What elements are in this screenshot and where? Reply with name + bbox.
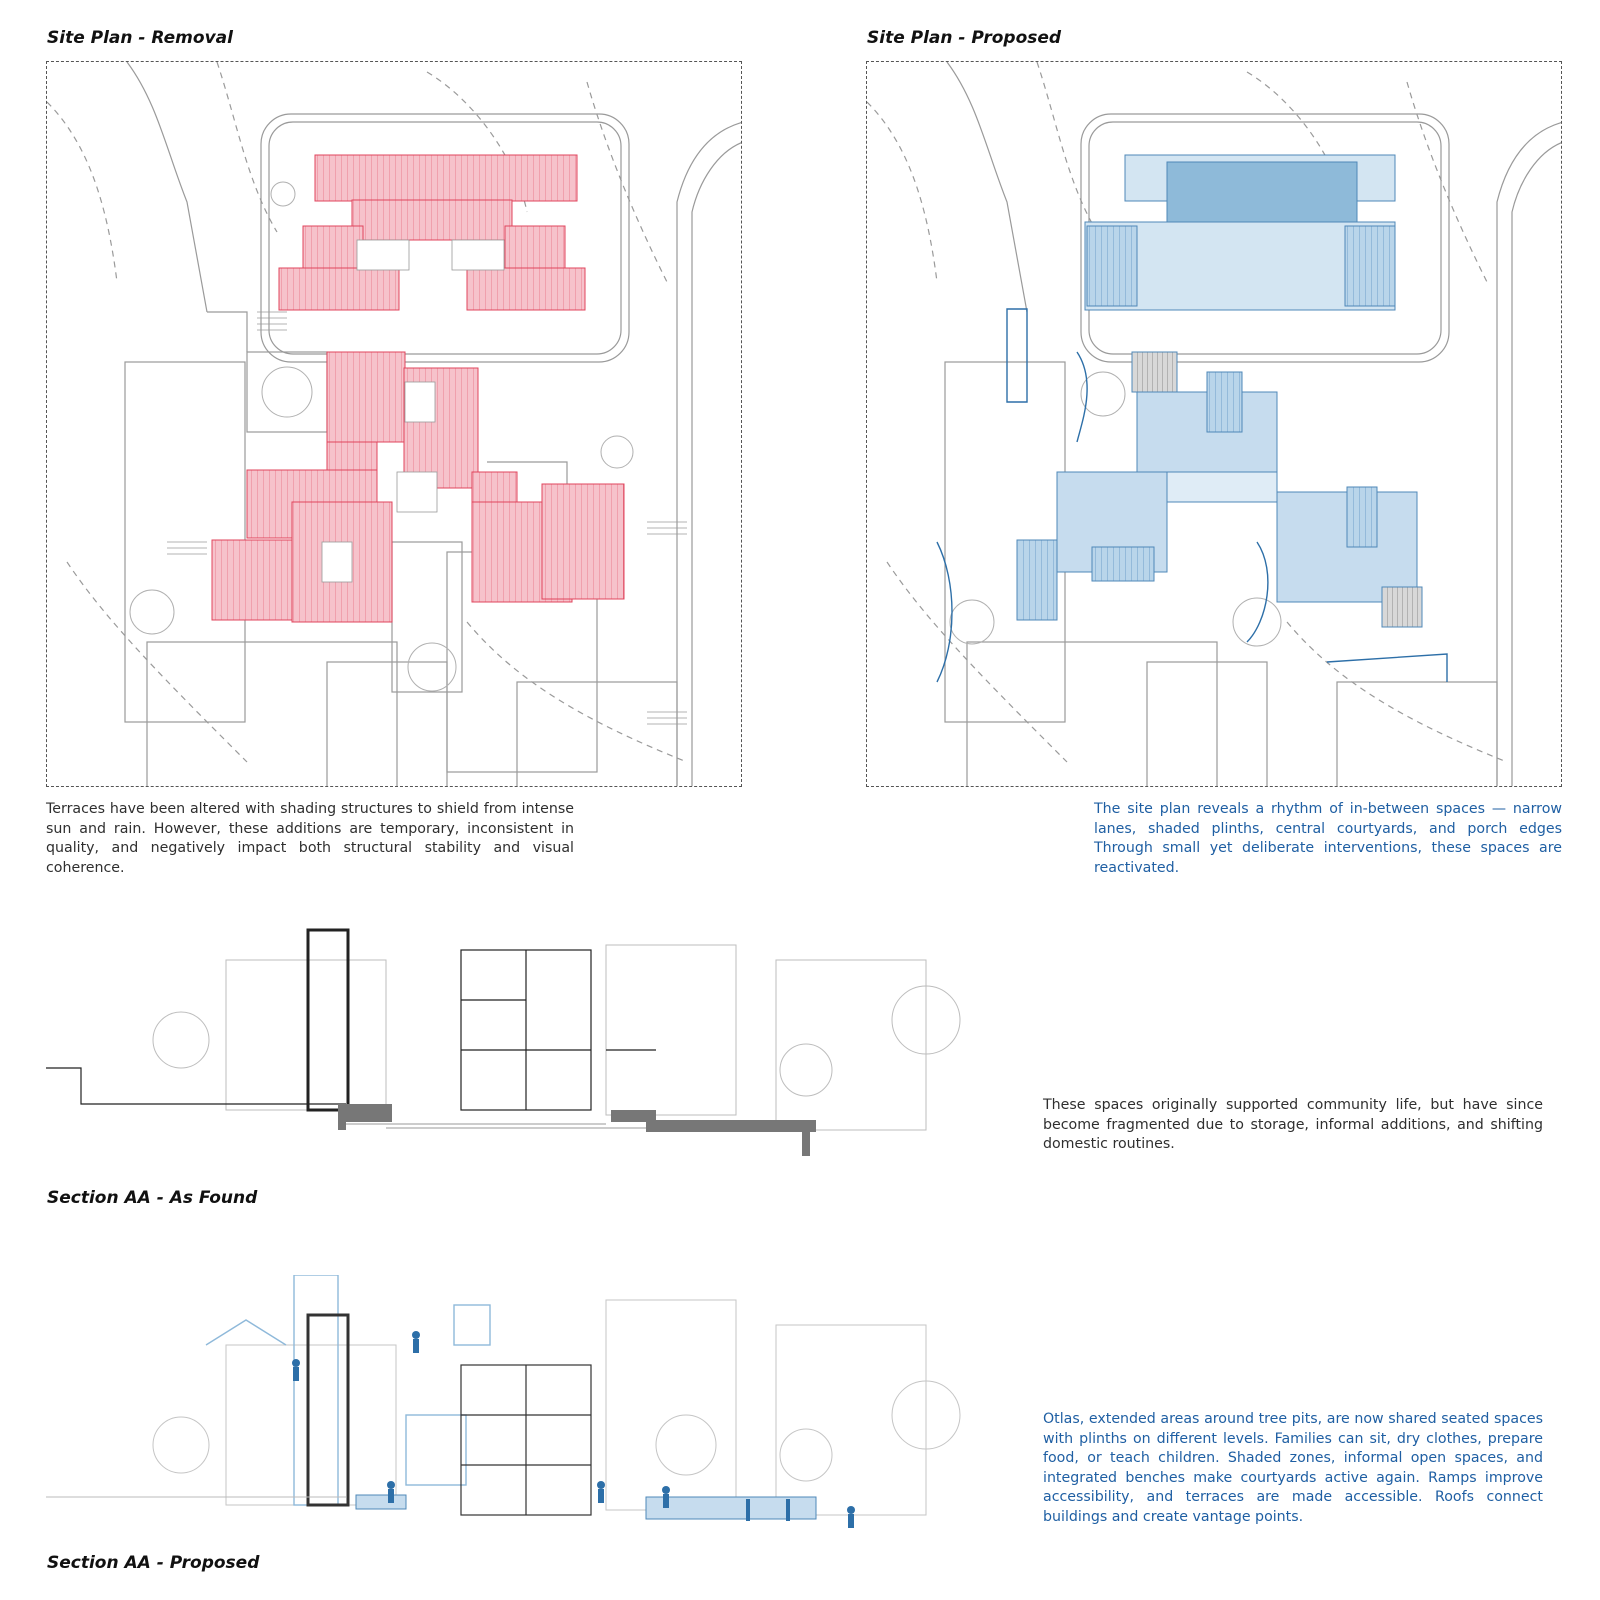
removal-caption: Terraces have been altered with shading …	[46, 801, 574, 876]
section-as-found-drawing	[46, 928, 961, 1156]
proposed-plan-title: Site Plan - Proposed	[867, 28, 1062, 48]
removal-site-plan	[46, 61, 742, 787]
section-as-found	[46, 920, 966, 1180]
section-proposed	[46, 1275, 966, 1545]
proposed-caption: The site plan reveals a rhythm of in-bet…	[1094, 801, 1562, 876]
proposed-plan-drawing	[867, 62, 1561, 786]
section-proposed-title: Section AA - Proposed	[47, 1553, 260, 1573]
section-proposed-drawing	[46, 1275, 961, 1528]
section-as-found-caption: These spaces originally supported commun…	[1043, 1097, 1543, 1152]
removal-plan-title: Site Plan - Removal	[47, 28, 233, 48]
section-as-found-title: Section AA - As Found	[47, 1188, 258, 1208]
proposed-site-plan	[866, 61, 1562, 787]
removal-plan-drawing	[47, 62, 741, 786]
section-proposed-caption: Otlas, extended areas around tree pits, …	[1043, 1411, 1543, 1525]
